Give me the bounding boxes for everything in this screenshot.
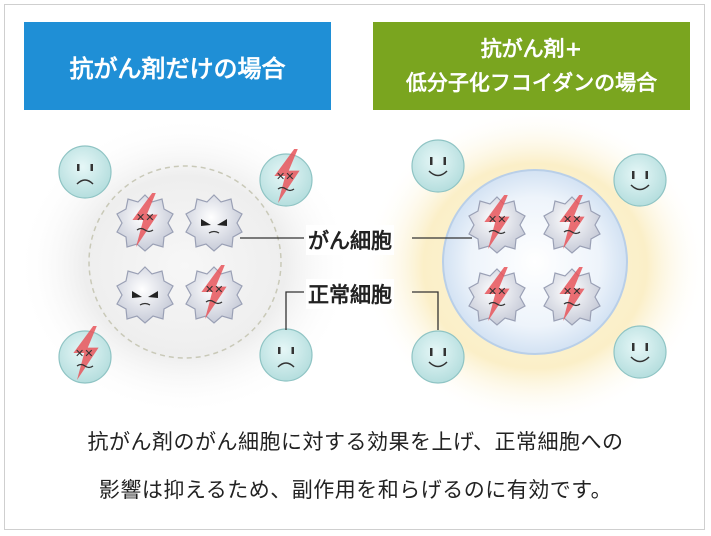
normal-cell-icon: ✕✕: [259, 149, 313, 207]
cancer-cell-icon: ✕✕: [468, 195, 526, 254]
normal-cell-icon: [58, 145, 112, 199]
header-left-title: 抗がん剤だけの場合: [69, 54, 286, 83]
svg-text:✕✕: ✕✕: [136, 211, 154, 224]
svg-text:✕✕: ✕✕: [488, 213, 506, 226]
normal-cell-icon: [613, 325, 667, 379]
caption-line-1: 抗がん剤のがん細胞に対する効果を上げ、正常細胞への: [87, 430, 624, 454]
cancer-cell-icon: ✕✕: [468, 267, 526, 326]
cancer-cell-icon: [185, 194, 243, 252]
svg-text:✕✕: ✕✕: [563, 213, 581, 226]
svg-text:✕✕: ✕✕: [563, 285, 581, 298]
cancer-cell-icon: ✕✕: [543, 195, 601, 254]
cancer-cell-icon: ✕✕: [185, 265, 243, 324]
label-normal-cell: 正常細胞: [306, 279, 394, 309]
normal-cell-icon: [259, 328, 313, 382]
header-right-title-line2: 低分子化フコイダンの場合: [405, 71, 658, 95]
svg-text:✕✕: ✕✕: [488, 285, 506, 298]
normal-cell-icon: ✕✕: [58, 326, 112, 384]
cancer-cell-icon: ✕✕: [543, 267, 601, 326]
normal-cell-icon: [411, 330, 465, 384]
caption-line-2: 影響は抑えるため、副作用を和らげるのに有効です。: [98, 478, 613, 502]
header-anticancer-fucoidan: 抗がん剤+ 低分子化フコイダンの場合: [373, 22, 690, 110]
cancer-cell-icon: ✕✕: [116, 193, 174, 252]
leader-lines: [240, 237, 472, 330]
left-dashed-circle: [88, 165, 282, 359]
normal-cell-icon: [411, 139, 465, 193]
right-protect-circle: [442, 169, 628, 355]
normal-cell-icon: [613, 153, 667, 207]
svg-text:✕✕: ✕✕: [205, 283, 223, 296]
svg-text:✕✕: ✕✕: [276, 170, 294, 183]
cancer-cell-icon: [116, 266, 174, 324]
header-right-title-line1: 抗がん剤+: [480, 37, 583, 61]
label-cancer-cell: がん細胞: [306, 225, 394, 255]
svg-text:✕✕: ✕✕: [75, 347, 93, 360]
header-anticancer-only: 抗がん剤だけの場合: [24, 22, 331, 110]
